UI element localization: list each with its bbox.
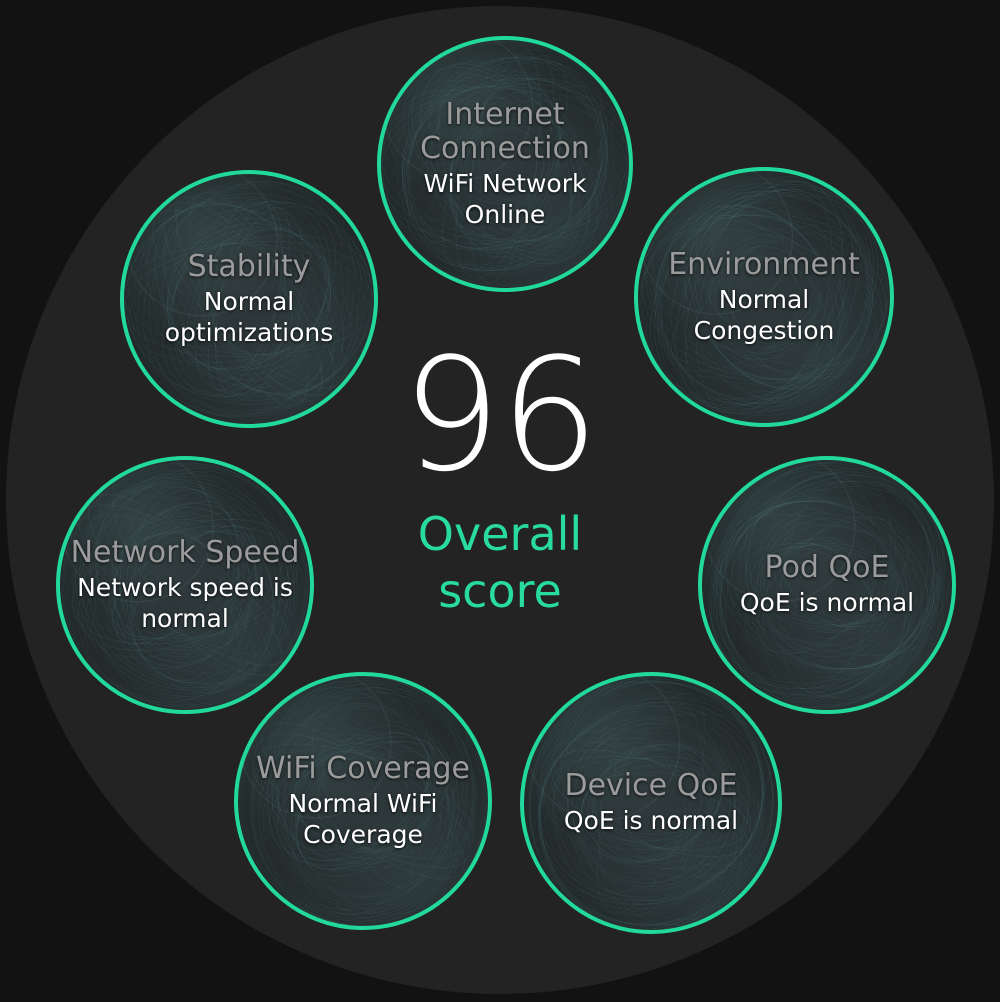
overall-score-label: Overall score xyxy=(330,506,670,620)
node-status: Normal Congestion xyxy=(693,285,835,345)
node-text-network-speed: Network Speed Network speed is normal xyxy=(68,534,303,634)
node-internet-connection[interactable]: Internet Connection WiFi Network Online xyxy=(377,36,633,292)
node-text-internet-connection: Internet Connection WiFi Network Online xyxy=(388,96,621,230)
overall-score-label-line2: score xyxy=(438,563,562,618)
node-wifi-coverage[interactable]: WiFi Coverage Normal WiFi Coverage xyxy=(234,672,492,930)
node-status: Normal optimizations xyxy=(164,287,334,347)
node-status: QoE is normal xyxy=(563,806,739,836)
node-title: Pod QoE xyxy=(764,550,890,586)
node-status: Network speed is normal xyxy=(77,573,293,633)
node-device-qoe[interactable]: Device QoE QoE is normal xyxy=(520,672,782,934)
node-text-pod-qoe: Pod QoE QoE is normal xyxy=(710,550,945,619)
overall-score-value: 96 xyxy=(401,324,600,506)
overall-score-block: 96 Overall score xyxy=(330,324,670,620)
node-title: Internet Connection xyxy=(420,96,590,166)
node-title: Network Speed xyxy=(70,534,300,570)
node-text-stability: Stability Normal optimizations xyxy=(132,248,367,348)
node-environment[interactable]: Environment Normal Congestion xyxy=(634,167,894,427)
node-status: Normal WiFi Coverage xyxy=(288,789,438,849)
node-text-wifi-coverage: WiFi Coverage Normal WiFi Coverage xyxy=(246,750,481,850)
node-text-device-qoe: Device QoE QoE is normal xyxy=(532,768,771,837)
node-pod-qoe[interactable]: Pod QoE QoE is normal xyxy=(698,456,956,714)
node-status: QoE is normal xyxy=(739,588,915,618)
node-title: Environment xyxy=(668,246,860,282)
node-text-environment: Environment Normal Congestion xyxy=(646,246,883,346)
overall-score-label-line1: Overall xyxy=(417,506,583,561)
node-title: Stability xyxy=(187,248,311,284)
node-title: WiFi Coverage xyxy=(255,750,470,786)
node-network-speed[interactable]: Network Speed Network speed is normal xyxy=(56,456,314,714)
node-status: WiFi Network Online xyxy=(423,169,587,229)
node-title: Device QoE xyxy=(564,768,738,804)
